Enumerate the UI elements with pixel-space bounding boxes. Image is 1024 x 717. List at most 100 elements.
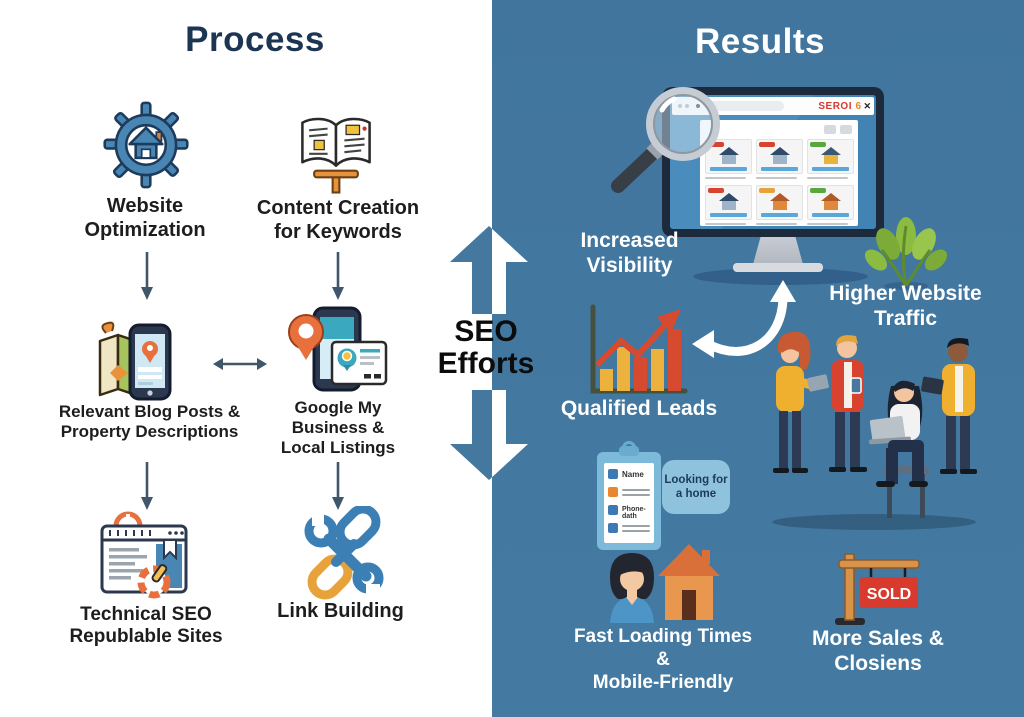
listing-badge xyxy=(708,142,724,147)
left-right-arrow-icon xyxy=(212,354,268,374)
checklist-paper: Name Phone-dath xyxy=(604,463,654,543)
technical-seo-icon xyxy=(100,511,188,599)
person-yellow-cardigan-man xyxy=(921,338,977,474)
address-bar[interactable] xyxy=(706,101,784,111)
house-icon xyxy=(721,201,736,210)
browser-brand-label: SEROI xyxy=(818,101,852,112)
listing-text-line xyxy=(756,177,798,179)
seo-efforts-label: SEO Efforts xyxy=(437,315,535,381)
house-roof-icon xyxy=(769,147,790,155)
listing-strip xyxy=(710,167,747,171)
listing-card[interactable] xyxy=(705,185,752,225)
growth-chart-icon xyxy=(590,304,688,394)
listing-grid xyxy=(705,139,854,225)
label-google-my-business: Google My Business & Local Listings xyxy=(280,398,396,458)
house-roof-icon xyxy=(718,193,739,201)
listing-card[interactable] xyxy=(756,185,803,225)
magnifier-icon xyxy=(611,87,720,193)
label-more-sales: More Sales & Closiens xyxy=(812,627,944,676)
label-blog-posts: Relevant Blog Posts & Property Descripti… xyxy=(58,402,241,442)
process-title: Process xyxy=(185,20,325,59)
listing-badge xyxy=(810,188,826,193)
down-arrow-icon xyxy=(330,460,346,512)
window-dot-icon xyxy=(678,104,682,108)
monitor-base xyxy=(733,263,823,272)
label-content-creation: Content Creation for Keywords xyxy=(256,197,420,243)
label-link-building: Link Building xyxy=(277,600,404,622)
house-icon xyxy=(823,201,838,210)
blog-posts-icon xyxy=(98,321,172,401)
filter-button[interactable] xyxy=(824,125,836,134)
listing-page xyxy=(700,120,858,226)
search-button[interactable] xyxy=(840,125,852,134)
listing-strip xyxy=(812,213,849,217)
label-website-optimization: Website Optimization xyxy=(84,195,206,241)
clipboard-clip-icon xyxy=(619,446,639,456)
house-roof-icon xyxy=(820,147,841,155)
lead-checklist: Name Phone-dath xyxy=(597,441,661,550)
content-creation-icon xyxy=(301,117,371,194)
link-building-icon xyxy=(304,506,384,600)
house-roof-icon xyxy=(769,193,790,201)
house-roof-icon xyxy=(718,147,739,155)
close-icon[interactable]: ✕ xyxy=(863,101,871,111)
note-icon xyxy=(608,523,618,533)
listing-strip xyxy=(812,167,849,171)
window-dot-icon xyxy=(696,104,700,108)
house-icon xyxy=(772,155,787,164)
house-roof-icon xyxy=(820,193,841,201)
person-redhair-woman xyxy=(773,331,829,473)
label-fast-loading: Fast Loading Times & Mobile-Friendly xyxy=(573,626,753,693)
listing-card[interactable] xyxy=(807,139,854,179)
label-technical-seo: Technical SEO Republable Sites xyxy=(69,604,223,648)
listing-card[interactable] xyxy=(756,139,803,179)
listing-text-line xyxy=(705,223,747,225)
speech-bubble: Looking for a home xyxy=(662,460,730,514)
listing-text-line xyxy=(807,177,849,179)
sold-sign-icon: SOLD xyxy=(835,553,920,625)
checklist-name-label: Name xyxy=(622,470,644,479)
listing-strip xyxy=(761,213,798,217)
browser-brand-badge: 6 xyxy=(855,101,861,112)
google-my-business-icon xyxy=(288,306,388,392)
down-arrow-icon xyxy=(330,250,346,302)
seo-down-arrow-icon xyxy=(450,390,528,480)
monitor-screen: SEROI 6 ✕ xyxy=(670,95,876,229)
phone-icon xyxy=(608,505,618,515)
person-seated-laptop-woman xyxy=(869,380,929,518)
sold-sign-label: SOLD xyxy=(867,586,911,603)
listing-text-line xyxy=(705,177,747,179)
listing-badge xyxy=(759,142,775,147)
label-increased-visibility: Increased Visibility xyxy=(580,229,679,278)
seo-up-arrow-icon xyxy=(450,226,528,314)
listing-card[interactable] xyxy=(705,139,752,179)
listing-text-line xyxy=(756,223,798,225)
house-icon xyxy=(658,544,720,620)
people-illustration xyxy=(772,331,977,530)
monitor-stand xyxy=(752,234,804,268)
house-icon xyxy=(823,155,838,164)
listing-badge xyxy=(810,142,826,147)
house-icon xyxy=(772,201,787,210)
listing-card[interactable] xyxy=(807,185,854,225)
woman-avatar-icon xyxy=(610,553,654,623)
listing-strip xyxy=(761,167,798,171)
checklist-phone-label: Phone-dath xyxy=(622,506,646,520)
person-blonde-man xyxy=(829,335,867,472)
label-qualified-leads: Qualified Leads xyxy=(560,397,718,420)
down-arrow-icon xyxy=(139,250,155,302)
email-icon xyxy=(608,487,618,497)
label-higher-website-traffic: Higher Website Traffic xyxy=(829,282,982,331)
results-title: Results xyxy=(695,22,825,61)
browser-top-bar: SEROI 6 ✕ xyxy=(672,97,874,115)
plant-icon xyxy=(864,217,948,290)
person-icon xyxy=(608,469,618,479)
down-arrow-icon xyxy=(139,460,155,512)
listing-strip xyxy=(710,213,747,217)
house-icon xyxy=(721,155,736,164)
listing-badge xyxy=(759,188,775,193)
curved-arrow-icon xyxy=(692,280,796,358)
window-dot-icon xyxy=(685,104,689,108)
website-optimization-icon xyxy=(103,101,189,189)
